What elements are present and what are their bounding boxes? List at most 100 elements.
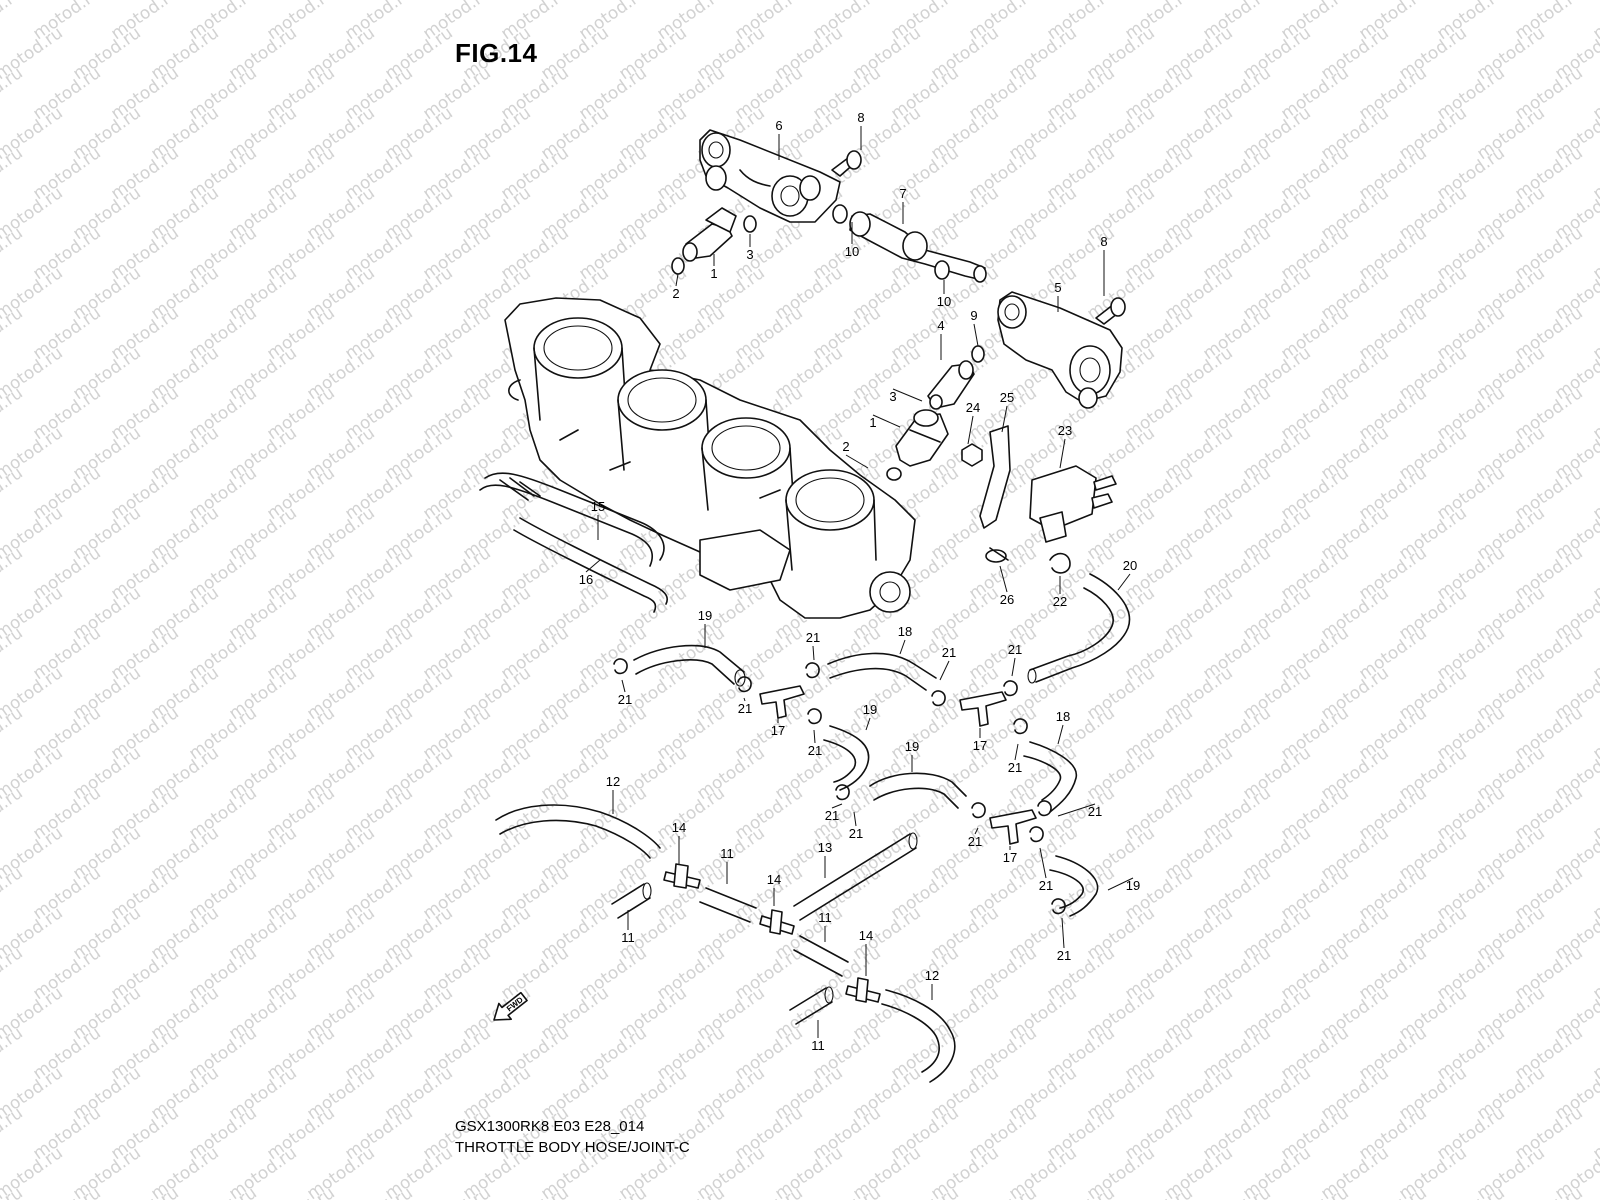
hose-20 xyxy=(1027,573,1131,684)
callout-leader-line xyxy=(899,639,906,655)
callout-number: 13 xyxy=(818,840,832,855)
callout-number: 23 xyxy=(1058,423,1072,438)
hose-clamp-icon xyxy=(807,708,822,725)
callout-number: 21 xyxy=(808,743,822,758)
hose-16 xyxy=(513,517,668,613)
watermark-text: motod.ru xyxy=(0,303,27,364)
callout-number: 8 xyxy=(857,110,864,125)
watermark-text: motod.ru xyxy=(1355,1183,1430,1200)
joint-14-middle xyxy=(759,909,795,935)
watermark-text: motod.ru xyxy=(0,0,27,44)
callout-number: 21 xyxy=(942,645,956,660)
callout-leader-line xyxy=(872,414,901,428)
watermark-text: motod.ru xyxy=(107,1183,182,1200)
callout-number: 21 xyxy=(1008,642,1022,657)
fuel-injector-1-lower xyxy=(895,409,949,467)
watermark-text: motod.ru xyxy=(0,863,27,924)
hose-18-upper xyxy=(827,652,937,691)
callout-leader-line xyxy=(974,827,979,835)
callout-number: 11 xyxy=(621,930,635,945)
section-name: THROTTLE BODY HOSE/JOINT-C xyxy=(455,1139,690,1156)
callout-leader-line xyxy=(1057,724,1064,745)
fuel-rail-upper xyxy=(699,129,841,223)
callout-number: 19 xyxy=(863,702,877,717)
callout-leader-line xyxy=(845,454,869,469)
hose-clamp-icon xyxy=(1013,718,1028,735)
watermark-text: motod.ru xyxy=(0,1103,27,1164)
t-joint-17-upper-right xyxy=(959,691,1007,727)
hose-12-lower xyxy=(881,989,956,1083)
callout-number: 21 xyxy=(1008,760,1022,775)
callout-leader-line xyxy=(831,803,843,809)
hose-11-c xyxy=(793,935,849,977)
cushion-2-upper xyxy=(671,257,685,275)
callout-number: 8 xyxy=(1100,234,1107,249)
bolt-8-upper xyxy=(831,150,862,177)
hose-clamp-icon xyxy=(1051,898,1066,915)
watermark-text: motod.ru xyxy=(1121,1183,1196,1200)
watermark-text: motod.ru xyxy=(263,1183,338,1200)
callout-number: 21 xyxy=(1088,804,1102,819)
hose-clamp-icon xyxy=(931,690,946,707)
hose-clamp-icon xyxy=(1037,800,1052,817)
bolt-8-lower xyxy=(1095,297,1126,325)
throttle-body-assembly xyxy=(504,297,916,619)
callout-leader-line xyxy=(865,717,871,731)
callout-number: 10 xyxy=(937,294,951,309)
watermark-text: motod.ru xyxy=(0,383,27,444)
o-ring-10-lower xyxy=(934,260,950,280)
joint-14-upper xyxy=(663,863,701,889)
callout-leader-line xyxy=(813,729,816,744)
callout-number: 6 xyxy=(775,118,782,133)
callout-number: 19 xyxy=(698,608,712,623)
watermark-text: motod.ru xyxy=(0,463,27,524)
callout-number: 5 xyxy=(1054,280,1061,295)
hose-13 xyxy=(793,832,918,921)
callout-leader-line xyxy=(892,388,923,402)
nut-24 xyxy=(961,443,983,467)
callout-leader-line xyxy=(1059,438,1066,469)
callout-number: 17 xyxy=(1003,850,1017,865)
o-ring-10-upper xyxy=(832,204,848,224)
watermark-text: motod.ru xyxy=(1277,1183,1352,1200)
watermark-text: motod.ru xyxy=(0,1023,27,1084)
callout-leader-line xyxy=(999,565,1008,593)
watermark-text: motod.ru xyxy=(0,543,27,604)
figure-caption: GSX1300RK8 E03 E28_014 THROTTLE BODY HOS… xyxy=(455,1116,690,1158)
callout-number: 21 xyxy=(968,834,982,849)
model-code: GSX1300RK8 E03 E28_014 xyxy=(455,1118,645,1135)
callout-leader-line xyxy=(675,273,679,287)
watermark-text: motod.ru xyxy=(1043,1183,1118,1200)
fuel-injector-1-upper xyxy=(682,207,737,262)
callout-number: 21 xyxy=(1057,948,1071,963)
bracket-25 xyxy=(979,425,1011,529)
callout-number: 22 xyxy=(1053,594,1067,609)
watermark-text: motod.ru xyxy=(1433,1183,1508,1200)
callout-number: 7 xyxy=(899,186,906,201)
callout-number: 11 xyxy=(818,910,832,925)
callout-number: 14 xyxy=(672,820,686,835)
hose-19-upper-left xyxy=(633,644,746,687)
callout-number: 2 xyxy=(672,286,679,301)
callout-number: 20 xyxy=(1123,558,1137,573)
hose-clamp-icon xyxy=(835,784,850,801)
callout-leader-line xyxy=(1001,405,1008,433)
watermark-text: motod.ru xyxy=(965,1183,1040,1200)
hose-clamp-icon xyxy=(613,658,628,675)
hose-clamp-icon xyxy=(737,676,752,693)
joint-14-lower xyxy=(845,977,881,1003)
watermark-text: motod.ru xyxy=(497,1183,572,1200)
callout-number: 21 xyxy=(618,692,632,707)
callout-number: 12 xyxy=(606,774,620,789)
callout-number: 25 xyxy=(1000,390,1014,405)
callout-number: 21 xyxy=(849,826,863,841)
callout-number: 12 xyxy=(925,968,939,983)
watermark-text: motod.ru xyxy=(731,1183,806,1200)
hose-19-middle xyxy=(823,725,870,791)
callout-number: 15 xyxy=(591,499,605,514)
watermark-text: motod.ru xyxy=(185,1183,260,1200)
figure-title: FIG.14 xyxy=(455,38,538,68)
callout-leader-line xyxy=(939,660,950,681)
hose-19-lower-right xyxy=(1049,855,1099,917)
callout-number: 18 xyxy=(1056,709,1070,724)
